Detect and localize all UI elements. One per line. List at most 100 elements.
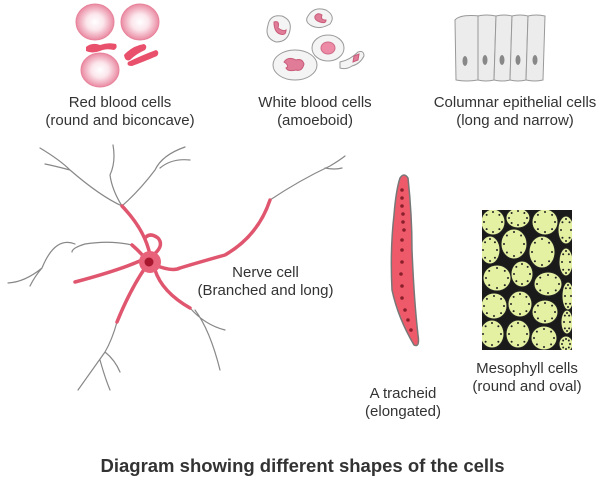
chloroplast-dot <box>508 217 510 219</box>
tracheid-body <box>390 174 420 347</box>
chloroplast-dot <box>562 346 565 349</box>
chloroplast-dot <box>548 260 551 263</box>
rbc-round-2 <box>120 3 160 41</box>
chloroplast-dot <box>485 297 488 300</box>
chloroplast-dot <box>493 256 496 259</box>
chloroplast-dot <box>550 330 553 333</box>
chloroplast-dot <box>510 325 513 328</box>
chloroplast-dot <box>485 277 487 279</box>
rbc-side-view-2 <box>124 44 147 61</box>
chloroplast-dot <box>551 251 553 253</box>
chloroplast-dot <box>554 276 557 279</box>
chloroplast-dot <box>533 337 535 339</box>
chloroplast-dot <box>500 312 503 315</box>
chloroplast-dot <box>544 320 546 322</box>
chloroplast-dot <box>553 337 555 339</box>
chloroplast-dot <box>567 268 570 271</box>
chloroplast-dot <box>517 344 519 346</box>
chloroplast-dot <box>484 256 487 259</box>
nerve-name: Nerve cell <box>232 264 299 281</box>
chloroplast-dot <box>508 333 510 335</box>
columnar-description: (long and narrow) <box>456 112 574 129</box>
chloroplast-dot <box>515 265 518 268</box>
chloroplast-dot <box>525 295 528 298</box>
chloroplast-dot <box>551 317 554 320</box>
wbc-2-nucleus <box>314 13 327 24</box>
nerve-description: (Branched and long) <box>197 282 334 299</box>
mesophyll-cell <box>561 281 572 311</box>
white-blood-cells-illustration <box>266 8 365 81</box>
chloroplast-dot <box>510 212 513 215</box>
chloroplast-dot <box>551 304 554 307</box>
chloroplast-dot <box>566 312 568 314</box>
chloroplast-dot <box>500 333 502 335</box>
nerve-cell-illustration <box>7 144 346 391</box>
chloroplast-dot <box>569 287 572 290</box>
mesophyll-description: (round and oval) <box>472 378 582 395</box>
chloroplast-dot <box>543 346 545 348</box>
chloroplast-dot <box>488 269 491 272</box>
chloroplast-dot <box>523 325 526 328</box>
columnar-nucleus-4 <box>515 55 521 65</box>
chloroplast-dot <box>563 321 565 323</box>
chloroplast-dot <box>500 297 503 300</box>
chloroplast-dot <box>565 272 567 274</box>
columnar-nucleus-3 <box>499 55 505 65</box>
nerve-dendrite-left <box>7 241 76 287</box>
chloroplast-dot <box>562 268 565 271</box>
nerve-nucleus <box>144 257 154 267</box>
chloroplast-dot <box>563 314 566 317</box>
label-white-blood-cells: White blood cells (amoeboid) <box>245 94 385 130</box>
chloroplast-dot <box>529 273 531 275</box>
wbc-4-nucleus <box>283 57 305 72</box>
label-tracheid: A tracheid (elongated) <box>358 385 448 421</box>
chloroplast-dot <box>568 327 571 330</box>
chloroplast-dot <box>536 228 539 231</box>
columnar-epithelial-illustration <box>454 14 546 82</box>
nerve-dendrite-mid-left <box>71 241 133 253</box>
chloroplast-dot <box>517 224 519 226</box>
wbc-1-nucleus <box>273 21 287 35</box>
chloroplast-dot <box>523 340 526 343</box>
chloroplast-dot <box>536 283 538 285</box>
tracheid-pits <box>399 188 413 332</box>
chloroplast-dot <box>536 304 539 307</box>
chloroplast-dot <box>513 273 515 275</box>
chloroplast-dot <box>536 317 539 320</box>
chloroplast-dot <box>513 231 515 233</box>
chloroplast-dot <box>551 228 554 231</box>
chloroplast-dot <box>503 243 505 245</box>
chloroplast-dot <box>569 343 571 345</box>
chloroplast-dot <box>510 303 512 305</box>
columnar-cell-1 <box>454 15 481 82</box>
label-mesophyll-cells: Mesophyll cells (round and oval) <box>462 360 592 396</box>
chloroplast-dot <box>564 302 567 305</box>
chloroplast-dot <box>544 302 546 304</box>
chloroplast-dot <box>533 241 536 244</box>
chloroplast-dot <box>526 265 529 268</box>
chloroplast-dot <box>507 277 509 279</box>
chloroplast-dot <box>539 276 542 279</box>
mesophyll-cell <box>500 228 528 260</box>
chloroplast-dot <box>567 306 569 308</box>
chloroplast-dot <box>498 228 501 231</box>
chloroplast-dot <box>554 289 557 292</box>
chloroplast-dot <box>497 325 500 328</box>
chloroplast-dot <box>564 295 566 297</box>
chloroplast-dot <box>512 295 515 298</box>
chloroplast-dot <box>520 234 523 237</box>
chloroplast-dot <box>501 221 503 223</box>
chloroplast-dot <box>489 260 491 262</box>
nerve-dendrite-bottom-right <box>189 307 226 371</box>
chloroplast-dot <box>484 325 487 328</box>
nerve-process-top-right <box>143 233 163 258</box>
chloroplast-dot <box>565 338 567 340</box>
chloroplast-dot <box>493 315 495 317</box>
chloroplast-dot <box>512 310 515 313</box>
chloroplast-dot <box>519 293 521 295</box>
chloroplast-dot <box>505 234 508 237</box>
chloroplast-dot <box>544 211 546 213</box>
nerve-dendrite-bottom-left <box>77 321 121 391</box>
chloroplast-dot <box>560 229 562 231</box>
nerve-axon <box>153 198 272 272</box>
